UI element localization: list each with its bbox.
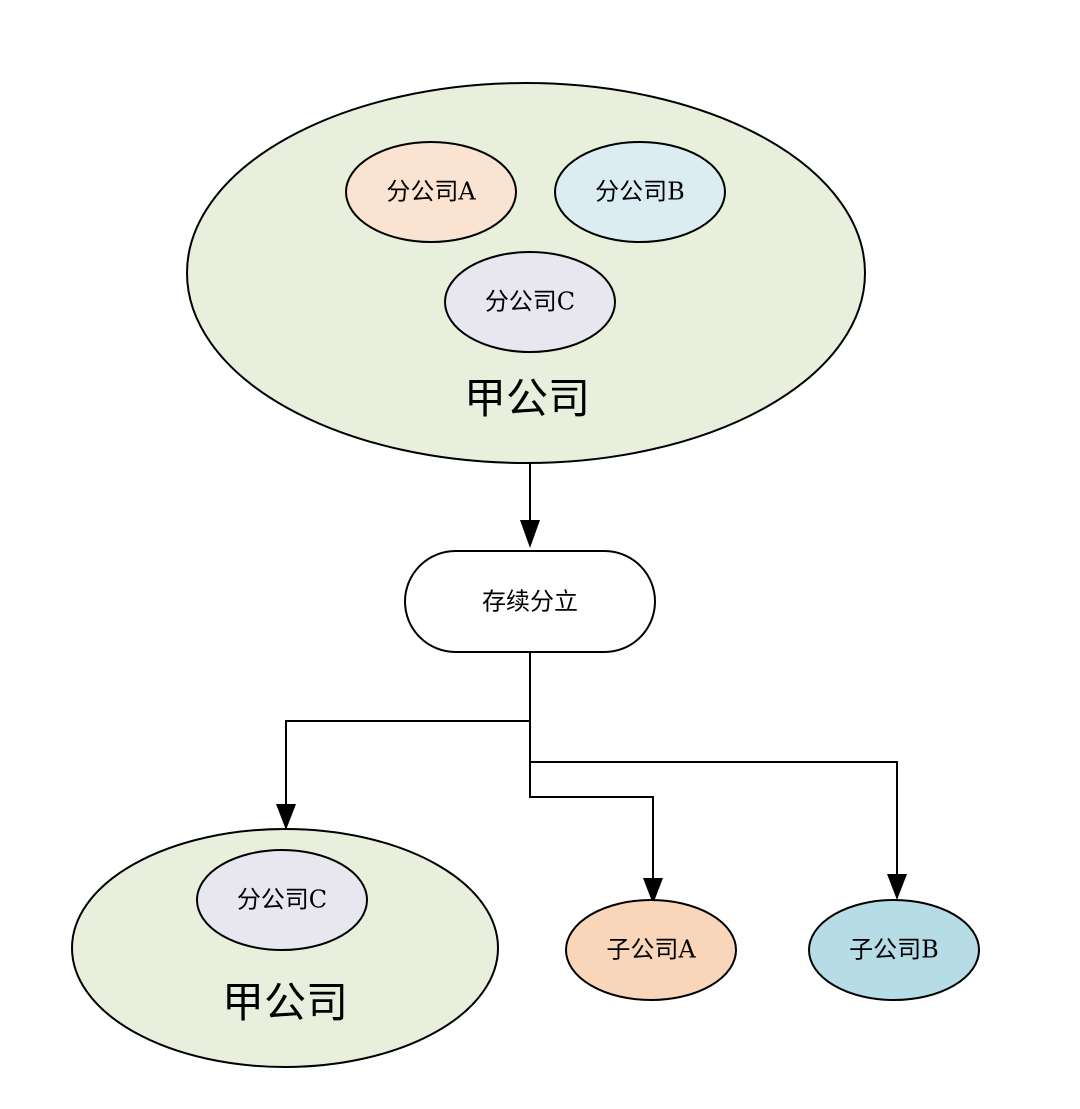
retained-branch-c-ellipse: [196, 849, 368, 951]
edge-process-to-parent-line: [285, 652, 531, 806]
subsidiary-a-label: 子公司A: [606, 936, 696, 964]
branch-a-node: 分公司A: [345, 141, 517, 243]
branch-b-label: 分公司B: [595, 178, 685, 206]
after-parent-label: 甲公司: [222, 978, 348, 1027]
subsidiary-b-label: 子公司B: [849, 936, 939, 964]
process-label: 存续分立: [482, 588, 578, 616]
edge-process-to-subsidiary-b: [530, 761, 907, 900]
arrowhead-subsidiary-a: [643, 878, 663, 904]
retained-branch-c-label: 分公司C: [237, 886, 327, 914]
branch-c-ellipse: [444, 251, 616, 353]
arrowhead-after-parent: [276, 804, 296, 830]
before-parent-label: 甲公司: [464, 374, 590, 423]
arrowhead-subsidiary-b: [887, 874, 907, 900]
arrowhead-process: [520, 520, 540, 548]
subsidiary-b-node: 子公司B: [808, 899, 980, 1001]
branch-b-ellipse: [554, 141, 726, 243]
branch-a-ellipse: [345, 141, 517, 243]
subsidiary-a-node: 子公司A: [565, 899, 737, 1001]
subsidiary-b-ellipse: [808, 899, 980, 1001]
edge-process-to-parent: [276, 652, 531, 830]
edge-process-to-subsidiary-a-line: [529, 721, 654, 880]
branch-c-node: 分公司C: [444, 251, 616, 353]
edge-process-to-subsidiary-b-line: [530, 761, 898, 876]
process-node: 存续分立: [404, 550, 656, 653]
retained-branch-c-node: 分公司C: [196, 849, 368, 951]
branch-c-label: 分公司C: [485, 288, 575, 316]
branch-a-label: 分公司A: [386, 178, 476, 206]
edge-parent-to-process: [520, 463, 540, 548]
subsidiary-a-ellipse: [565, 899, 737, 1001]
edge-process-to-subsidiary-a: [529, 721, 663, 904]
branch-b-node: 分公司B: [554, 141, 726, 243]
